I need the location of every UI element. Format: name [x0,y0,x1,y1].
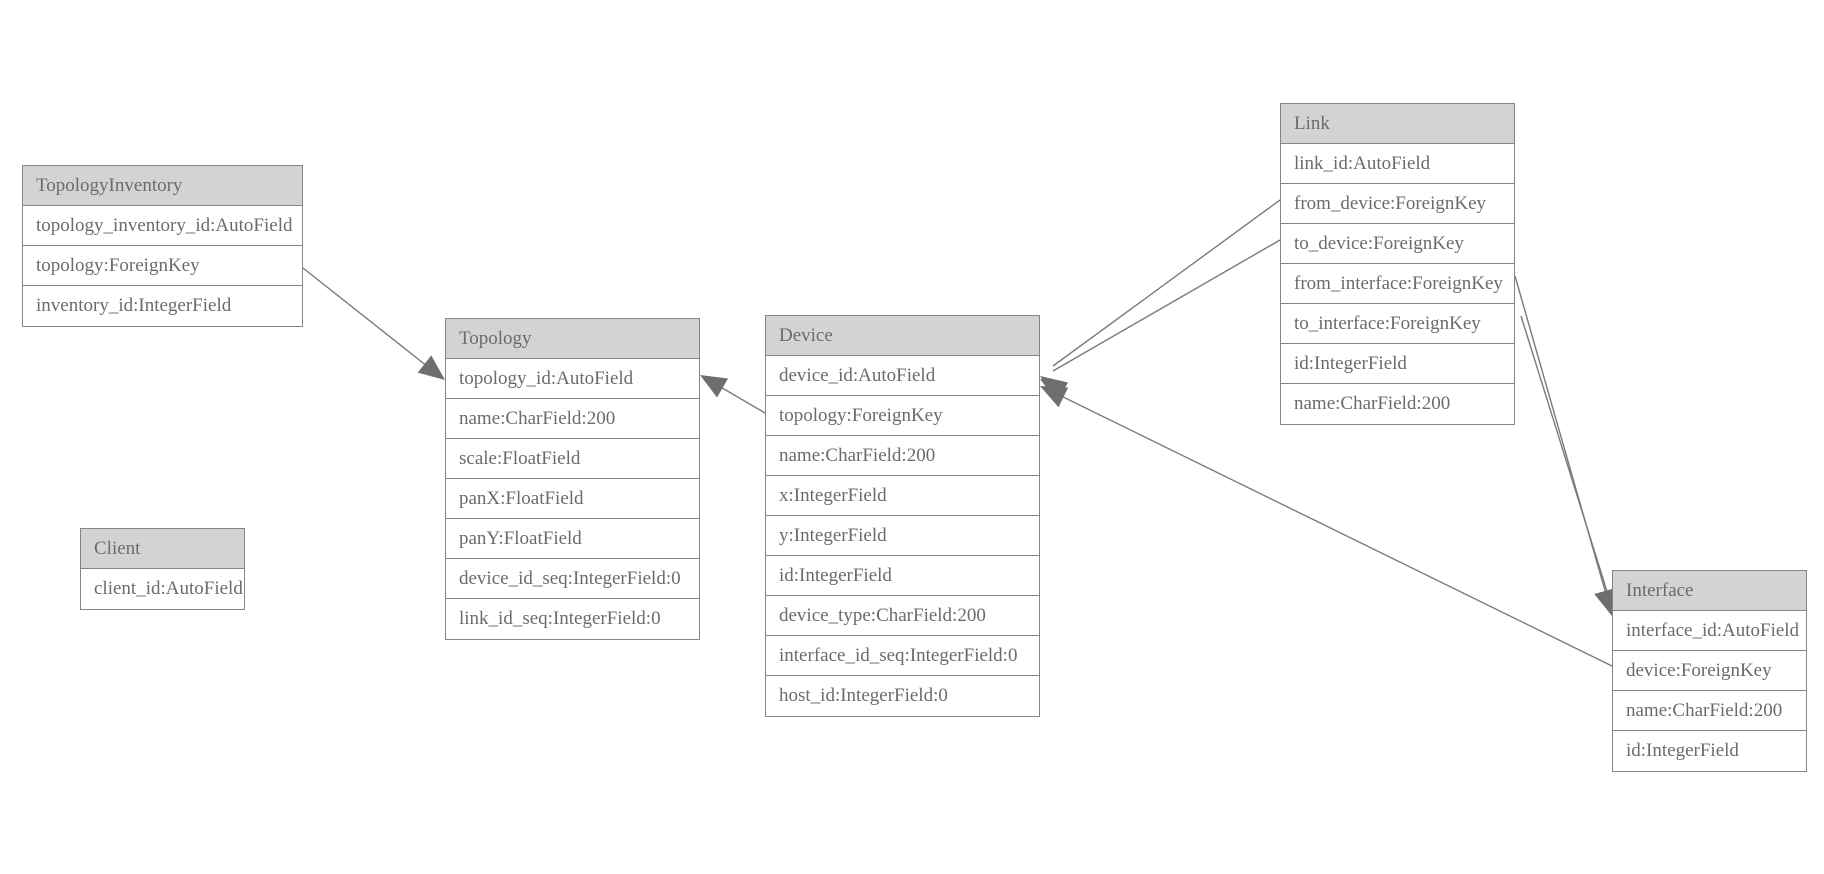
entity-field-row[interactable]: topology:ForeignKey [766,396,1039,436]
arrowhead-icon [700,375,729,398]
arrowhead-icon [417,355,445,380]
entity-field-row[interactable]: id:IntegerField [1626,740,1739,761]
arrowhead-icon [1040,376,1068,401]
entity-field-row[interactable]: device_type:CharField:200 [766,596,1039,636]
entity-field-row[interactable]: panY:FloatField [446,519,699,559]
relationship-device-topology [700,375,766,414]
entity-box-client[interactable]: Client client_id:AutoField [80,528,245,610]
relationship-line [1052,239,1281,372]
entity-field-row[interactable]: name:CharField:200 [1294,393,1451,414]
entity-title-link: Link [1281,104,1514,144]
entity-field-row[interactable]: scale:FloatField [446,439,699,479]
relationship-line [1520,315,1611,602]
entity-field-row[interactable]: to_interface:ForeignKey [1281,304,1514,344]
entity-field-row[interactable]: name:CharField:200 [766,436,1039,476]
entity-field-row[interactable]: link_id:AutoField [1281,144,1514,184]
entity-field-row[interactable]: to_device:ForeignKey [1281,224,1514,264]
relationship-line [711,381,766,414]
relationship-line [1514,275,1609,602]
entity-field-row[interactable]: name:CharField:200 [1613,691,1806,731]
entity-field-row[interactable]: device_id_seq:IntegerField:0 [446,559,699,599]
relationship-link-to_interface-interface [1520,315,1617,616]
relationship-line [302,267,438,375]
entity-field-row[interactable]: topology_id:AutoField [446,359,699,399]
arrowhead-icon [1040,386,1069,408]
entity-field-row[interactable]: client_id:AutoField [94,578,243,599]
entity-field-row[interactable]: from_device:ForeignKey [1281,184,1514,224]
entity-field-list-client: client_id:AutoField [81,569,244,609]
relationship-line [1052,391,1613,667]
entity-title-topology: Topology [446,319,699,359]
entity-field-row[interactable]: topology_inventory_id:AutoField [23,206,302,246]
entity-title-device: Device [766,316,1039,356]
relationship-link-from_device-device [1040,199,1281,401]
entity-field-row[interactable]: interface_id:AutoField [1613,611,1806,651]
entity-field-row[interactable]: inventory_id:IntegerField [36,295,232,316]
relationship-line [1052,199,1281,367]
entity-field-row[interactable]: name:CharField:200 [446,399,699,439]
relationship-link-to_device-device [1040,239,1281,402]
entity-field-row[interactable]: y:IntegerField [766,516,1039,556]
entity-field-row[interactable]: id:IntegerField [766,556,1039,596]
entity-title-client: Client [81,529,244,569]
relationship-interface-device [1040,386,1613,667]
entity-field-row[interactable]: link_id_seq:IntegerField:0 [459,608,661,629]
entity-title-topologyinventory: TopologyInventory [23,166,302,206]
entity-field-row[interactable]: from_interface:ForeignKey [1281,264,1514,304]
entity-title-interface: Interface [1613,571,1806,611]
arrowhead-icon [1040,379,1069,402]
entity-field-row[interactable]: id:IntegerField [1281,344,1514,384]
entity-field-row[interactable]: topology:ForeignKey [23,246,302,286]
entity-field-row[interactable]: interface_id_seq:IntegerField:0 [766,636,1039,676]
relationship-topologyinventory-topology [302,267,445,380]
relationship-link-from_interface-interface [1514,275,1616,616]
entity-field-row[interactable]: x:IntegerField [766,476,1039,516]
entity-field-row[interactable]: host_id:IntegerField:0 [779,685,948,706]
entity-field-row[interactable]: device_id:AutoField [766,356,1039,396]
entity-field-row[interactable]: device:ForeignKey [1613,651,1806,691]
entity-field-row[interactable]: panX:FloatField [446,479,699,519]
